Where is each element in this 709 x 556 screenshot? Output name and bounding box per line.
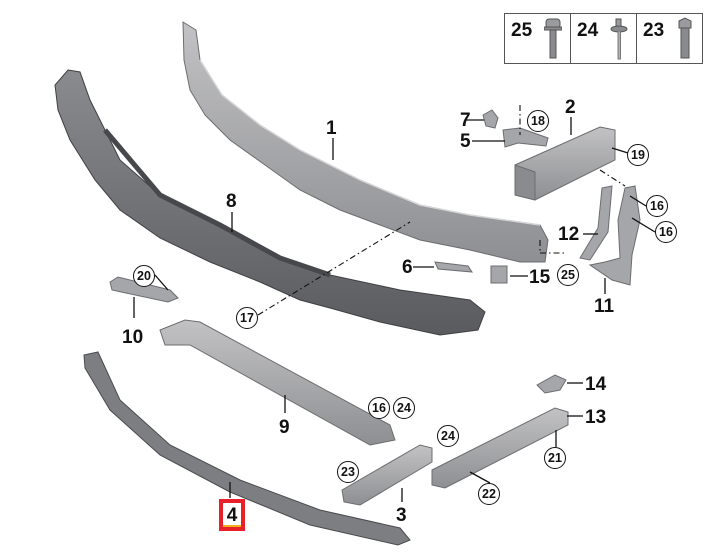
callout-12[interactable]: 12	[558, 224, 580, 245]
part-3-mount[interactable]	[341, 444, 433, 506]
callout-5[interactable]: 5	[460, 131, 471, 152]
circled-callout-20[interactable]: 20	[133, 265, 155, 287]
selected-part-highlight[interactable]: 4	[219, 499, 245, 531]
fastener-number: 23	[643, 20, 665, 41]
part-1-bumper-carrier[interactable]	[182, 21, 549, 263]
fastener-25-cell[interactable]: 25	[505, 14, 571, 63]
part-8-impact-absorber[interactable]	[54, 69, 486, 336]
part-10-bracket[interactable]	[109, 276, 179, 303]
callout-8[interactable]: 8	[226, 191, 237, 212]
callout-6[interactable]: 6	[402, 257, 413, 278]
callout-4[interactable]: 4	[226, 504, 238, 526]
part-9-cross-member[interactable]	[159, 319, 396, 446]
circled-callout-24[interactable]: 24	[393, 397, 415, 419]
circled-callout-16[interactable]: 16	[368, 397, 390, 419]
callout-15[interactable]: 15	[529, 267, 551, 288]
part-7-clip[interactable]	[482, 109, 499, 129]
circled-callout-22[interactable]: 22	[478, 483, 500, 505]
circled-callout-24[interactable]: 24	[437, 425, 459, 447]
hex-flange-bolt-icon	[544, 18, 562, 59]
fastener-number: 25	[511, 20, 533, 41]
circled-callout-21[interactable]: 21	[544, 447, 566, 469]
callout-10[interactable]: 10	[122, 327, 144, 348]
fastener-24-cell[interactable]: 24	[571, 14, 637, 63]
part-6-spacer[interactable]	[434, 261, 473, 273]
circled-callout-18[interactable]: 18	[527, 110, 549, 132]
callout-3[interactable]: 3	[396, 505, 407, 526]
fastener-legend: 25 24 23	[504, 13, 703, 64]
callout-14[interactable]: 14	[585, 374, 607, 395]
callout-2[interactable]: 2	[565, 97, 576, 118]
part-2-crash-box[interactable]	[514, 126, 616, 201]
callout-13[interactable]: 13	[585, 407, 607, 428]
callout-9[interactable]: 9	[279, 417, 290, 438]
hex-bolt-icon	[678, 17, 692, 59]
part-15-clip[interactable]	[490, 265, 508, 284]
callout-11[interactable]: 11	[594, 296, 615, 317]
part-12-bracket[interactable]	[579, 185, 613, 261]
circled-callout-23[interactable]: 23	[337, 461, 359, 483]
circled-callout-25[interactable]: 25	[557, 264, 579, 286]
circled-callout-16[interactable]: 16	[646, 195, 668, 217]
leader-lines	[133, 117, 656, 502]
fastener-number: 24	[577, 20, 599, 41]
part-11-bracket[interactable]	[588, 185, 641, 286]
part-14-plate[interactable]	[536, 374, 567, 394]
circled-callout-16[interactable]: 16	[655, 221, 677, 243]
dash-dot-lines	[257, 105, 626, 316]
part-4-trim-strip[interactable]	[83, 351, 411, 546]
callout-7[interactable]: 7	[460, 110, 471, 131]
callout-1[interactable]: 1	[326, 118, 337, 139]
part-13-mount-rail[interactable]	[431, 407, 569, 489]
circled-callout-19[interactable]: 19	[627, 144, 649, 166]
circled-callout-17[interactable]: 17	[236, 307, 258, 329]
fastener-23-cell[interactable]: 23	[637, 14, 702, 63]
rivet-icon	[610, 18, 628, 60]
